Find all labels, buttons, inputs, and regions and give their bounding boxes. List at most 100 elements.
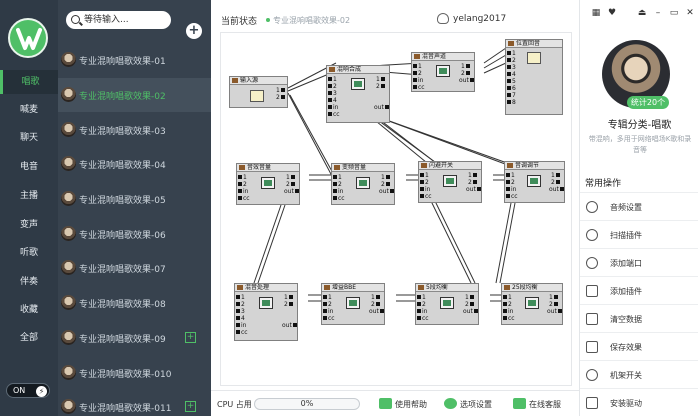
port-icon <box>586 257 598 269</box>
add-to-list-button[interactable]: + <box>185 332 196 343</box>
avatar <box>61 330 76 345</box>
list-item[interactable]: 专业混响唱歌效果-04 <box>58 147 211 181</box>
close-icon[interactable]: ✕ <box>686 8 694 18</box>
search-input[interactable]: 等待输入... <box>66 11 171 29</box>
video-icon <box>379 398 392 409</box>
list-item[interactable]: 专业混响唱歌效果-06 <box>58 217 211 251</box>
module-core-icon <box>259 297 273 309</box>
left-nav-rail: 唱歌 喊麦 聊天 电音 主播 变声 听歌 伴奏 收藏 全部 ON ⚡ <box>0 0 58 416</box>
minimize-icon[interactable]: – <box>655 8 661 18</box>
category-description: 带混响，多用于网络唱场K歌和录音等 <box>588 135 692 154</box>
nav-item-anchor[interactable]: 主播 <box>19 191 38 201</box>
module-core-icon <box>356 177 370 189</box>
wires <box>253 47 525 302</box>
module-core-icon <box>351 78 365 90</box>
module-input[interactable]: 输入源 1 2 <box>229 76 288 108</box>
cpu-value: 0% <box>300 399 314 408</box>
power-toggle[interactable]: ON ⚡ <box>6 383 50 398</box>
nav-item-listen[interactable]: 听歌 <box>19 248 38 258</box>
rack-switch-button[interactable]: 机架开关 <box>580 360 698 388</box>
nav-item-sing[interactable]: 唱歌 <box>0 70 58 94</box>
module-core-icon <box>436 65 450 77</box>
state-label: 当前状态 <box>221 17 258 27</box>
module-bbe[interactable]: 增益BBE 1 2 in cc 1 2 out <box>321 283 385 325</box>
ops-title: 常用操作 <box>585 179 622 189</box>
list-item[interactable]: 专业混响唱歌效果-03 <box>58 113 211 147</box>
module-core-icon <box>527 175 541 187</box>
qrcode-icon[interactable]: ▦ <box>591 8 601 18</box>
module-reverb[interactable]: 混响合成 1 2 3 4 in cc 1 2 out <box>326 65 390 123</box>
avatar <box>61 156 76 171</box>
avatar <box>61 399 76 414</box>
module-eq25[interactable]: 25段均衡 1 2 in cc 1 2 out <box>501 283 563 325</box>
status-dot <box>266 18 270 22</box>
bottom-toolbar: CPU 占用 0% 使用帮助 选项设置 在线客服 <box>211 390 579 416</box>
scan-plugins-button[interactable]: 扫描插件 <box>580 220 698 248</box>
nav-item-chat[interactable]: 聊天 <box>19 133 38 143</box>
nav-item-accompany[interactable]: 伴奏 <box>19 277 38 287</box>
avatar <box>61 52 76 67</box>
user-icon <box>437 13 449 24</box>
username[interactable]: yelang2017 <box>453 14 507 24</box>
avatar <box>61 295 76 310</box>
install-driver-button[interactable]: 安装驱动 <box>580 388 698 416</box>
save-icon <box>586 341 598 353</box>
avatar <box>61 226 76 241</box>
list-item[interactable]: 专业混响唱歌效果-09+ <box>58 321 211 355</box>
list-item[interactable]: 专业混响唱歌效果-05 <box>58 182 211 216</box>
list-item[interactable]: 专业混响唱歌效果-08 <box>58 286 211 320</box>
module-core-icon <box>261 177 275 189</box>
speaker-icon <box>527 52 541 64</box>
audio-settings-button[interactable]: 音频设置 <box>580 192 698 220</box>
add-port-button[interactable]: 添加端口 <box>580 248 698 276</box>
cpu-label: CPU 占用 <box>217 400 252 409</box>
list-item[interactable]: 专业混响唱歌效果-02 <box>58 78 211 112</box>
module-eq5[interactable]: 5段均衡 1 2 in cc 1 2 out <box>415 283 479 325</box>
nav-item-shout[interactable]: 喊麦 <box>19 105 38 115</box>
nav-item-electronic[interactable]: 电音 <box>19 162 38 172</box>
list-item[interactable]: 专业混响唱歌效果-01 <box>58 43 211 77</box>
chat-icon <box>513 398 526 409</box>
add-preset-button[interactable]: + <box>186 23 202 39</box>
search-area: 等待输入... + <box>66 11 230 39</box>
right-panel: ▦ ♥ ⏏ – ▭ ✕ 统计20个 专辑分类-唱歌 带混响，多用于网络唱场K歌和… <box>579 0 698 416</box>
shirt-icon[interactable]: ♥ <box>607 8 617 18</box>
module-mix-out[interactable]: 混音声道 1 2 in cc 1 2 out <box>411 52 475 92</box>
module-pitch[interactable]: 音调调节 1 2 in cc 1 2 out <box>504 161 565 203</box>
add-to-list-button[interactable]: + <box>185 401 196 412</box>
rack-canvas[interactable]: 输入源 1 2 混响合成 1 2 3 4 in cc 1 2 out <box>220 32 572 386</box>
power-toggle-label: ON <box>13 386 26 395</box>
module-mix-process[interactable]: 混音处理 1 2 3 4 in cc 1 2 out <box>234 283 298 341</box>
maximize-icon[interactable]: ▭ <box>669 8 679 18</box>
list-item[interactable]: 专业混响唱歌效果-07 <box>58 251 211 285</box>
module-mix-volume[interactable]: 变频音量 1 2 in cc 1 2 out <box>331 163 395 205</box>
nav-item-favorites[interactable]: 收藏 <box>19 305 38 315</box>
nav-item-voice-change[interactable]: 变声 <box>19 220 38 230</box>
category-name: 专辑分类-唱歌 <box>607 120 672 131</box>
count-badge: 统计20个 <box>627 96 669 109</box>
list-item[interactable]: 专业混响唱歌效果-011+ <box>58 390 211 416</box>
avatar <box>61 365 76 380</box>
audio-icon <box>586 201 598 213</box>
list-item[interactable]: 专业混响唱歌效果-010 <box>58 356 211 390</box>
window-controls: ▦ ♥ ⏏ – ▭ ✕ <box>590 8 694 20</box>
avatar <box>61 191 76 206</box>
module-ducking[interactable]: 闪避开关 1 2 in cc 1 2 out <box>418 161 482 203</box>
support-button[interactable]: 在线客服 <box>513 398 561 410</box>
add-plugin-button[interactable]: 添加插件 <box>580 276 698 304</box>
avatar <box>61 260 76 275</box>
nav-item-all[interactable]: 全部 <box>19 333 38 343</box>
gear-icon <box>444 398 457 409</box>
collapse-icon[interactable]: ⏏ <box>637 8 647 18</box>
save-effect-button[interactable]: 保存效果 <box>580 332 698 360</box>
settings-button[interactable]: 选项设置 <box>444 398 492 410</box>
trash-icon <box>586 313 598 325</box>
power-icon <box>586 369 598 381</box>
clear-data-button[interactable]: 清空数据 <box>580 304 698 332</box>
globe-icon <box>586 229 598 241</box>
help-button[interactable]: 使用帮助 <box>379 398 427 410</box>
module-echo[interactable]: 位置回音 1 2 3 4 5 6 7 8 <box>505 39 563 115</box>
main-area: 当前状态 专业混响唱歌效果-02 yelang2017 <box>211 0 579 416</box>
speaker-icon <box>250 90 264 102</box>
module-sound-volume[interactable]: 音效音量 1 2 in cc 1 2 out <box>236 163 300 205</box>
